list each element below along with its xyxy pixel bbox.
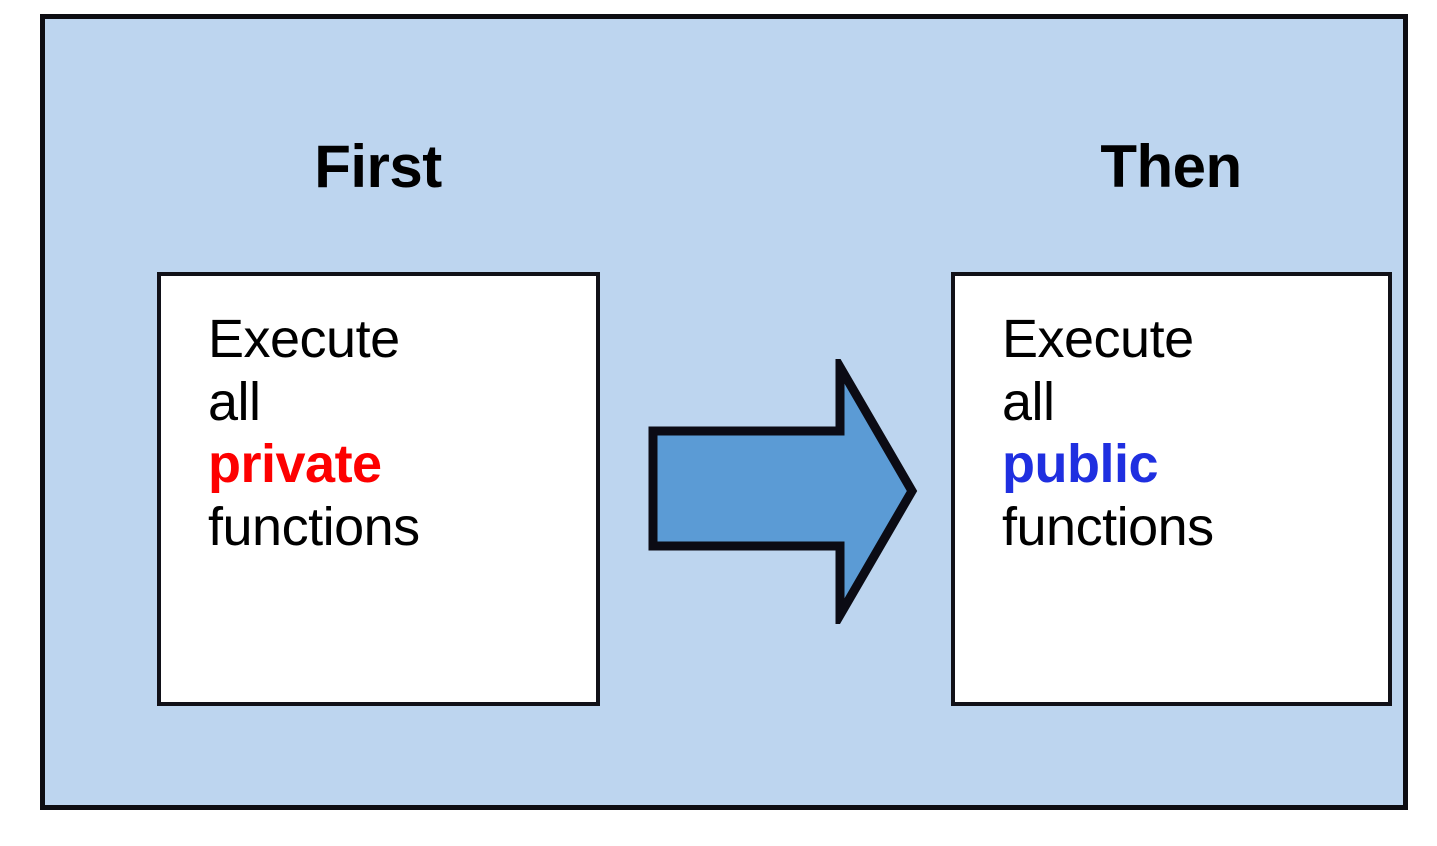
step-line-execute: Execute bbox=[208, 309, 400, 369]
step-line-all: all bbox=[208, 371, 261, 432]
step-line-public: public bbox=[1002, 434, 1159, 495]
step-line-private: private bbox=[208, 434, 382, 495]
step-line-functions: functions bbox=[208, 496, 420, 557]
block-arrow-icon bbox=[648, 350, 918, 632]
step-box-then: Execute all public functions bbox=[951, 272, 1392, 706]
step-line-functions: functions bbox=[1002, 496, 1214, 557]
stage-heading-then: Then bbox=[1100, 133, 1242, 200]
step-box-then-text: Execute all public functions bbox=[1002, 308, 1380, 559]
step-line-execute: Execute bbox=[1002, 309, 1194, 369]
diagram-outer-frame: First Then Execute all private functions… bbox=[40, 14, 1408, 810]
step-box-first: Execute all private functions bbox=[157, 272, 600, 706]
step-line-all: all bbox=[1002, 371, 1055, 432]
block-arrow-shape bbox=[648, 350, 918, 632]
step-box-first-text: Execute all private functions bbox=[208, 308, 588, 559]
flow-arrow-right bbox=[645, 350, 920, 632]
stage-heading-first: First bbox=[314, 133, 442, 200]
